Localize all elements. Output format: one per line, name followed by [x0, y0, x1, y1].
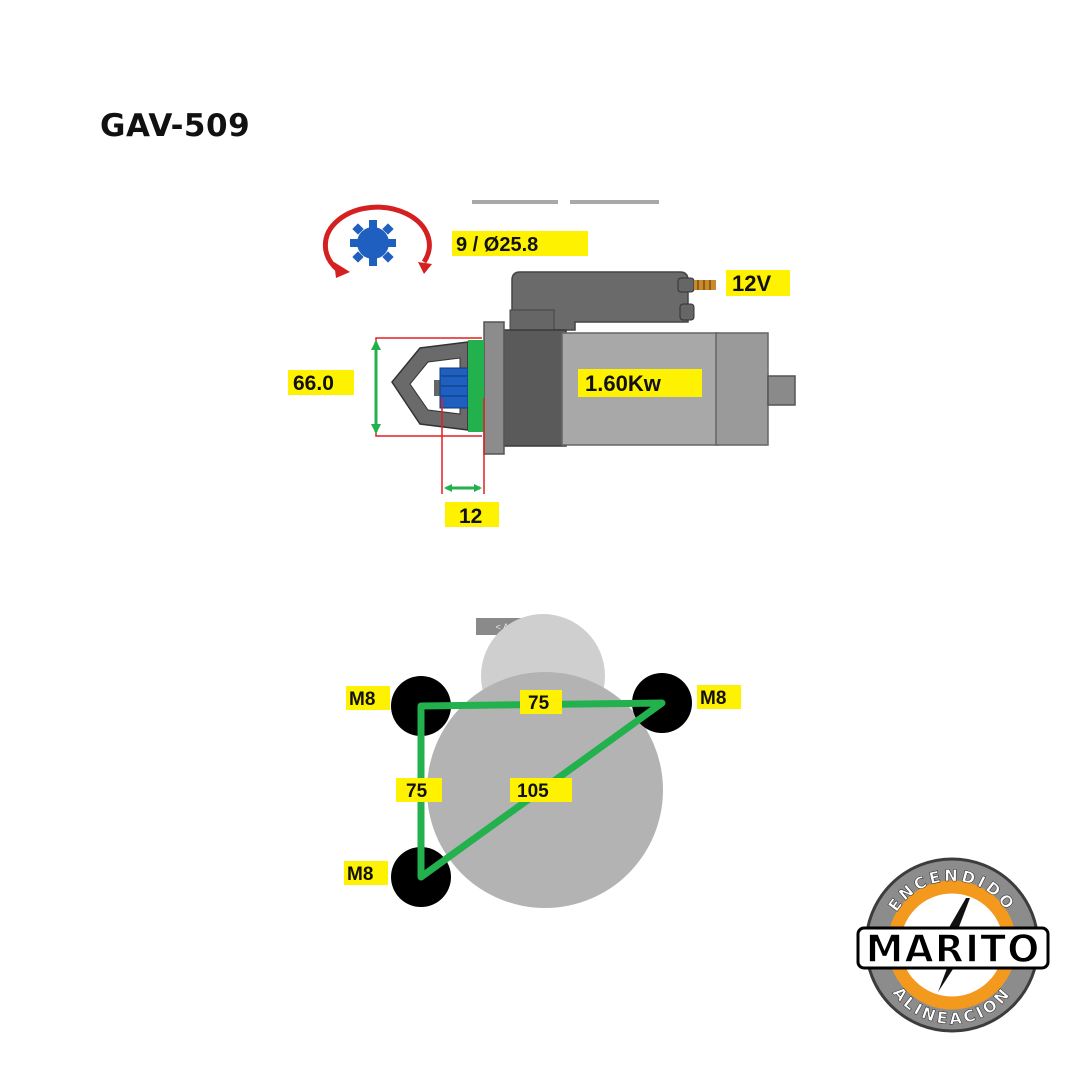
drive-nose — [391, 340, 484, 432]
hole-label-bottom-left: M8 — [347, 864, 373, 885]
marito-logo: ENCENDIDO ALINEACION MARITO — [856, 857, 1050, 1033]
header-bar — [472, 200, 558, 204]
distance-label-bg — [510, 778, 572, 802]
voltage-label: 12V — [732, 271, 771, 296]
mounting-flange — [483, 321, 505, 455]
flange-face — [468, 340, 484, 432]
hole-label-bg — [346, 686, 390, 710]
distance-top-label: 75 — [528, 693, 550, 714]
voltage-label-bg — [726, 270, 790, 296]
diameter-label: 66.0 — [293, 372, 334, 395]
distance-diagonal-label: 105 — [517, 781, 549, 802]
dimension-offset — [441, 398, 485, 494]
hole-label-bg — [344, 861, 388, 885]
logo-name: MARITO — [866, 927, 1041, 971]
distance-label-bg — [396, 778, 442, 802]
mounting-diagram: < Anterior M8 M8 M8 75 75 105 — [344, 614, 741, 908]
offset-label: 12 — [459, 505, 482, 528]
pinion-label-bg — [452, 231, 588, 256]
distance-label-bg — [520, 690, 562, 714]
page-title: GAV-509 — [100, 108, 251, 144]
diameter-label-bg — [288, 370, 354, 395]
power-label: 1.60Kw — [585, 371, 662, 396]
offset-label-bg — [445, 502, 499, 527]
rotation-gear-icon — [322, 204, 432, 278]
header-bar — [570, 200, 659, 204]
hole-label-top-left: M8 — [349, 689, 375, 710]
pinion-gear — [439, 367, 469, 409]
hole-label-bg — [697, 685, 741, 709]
dimension-diameter — [371, 337, 482, 437]
hole-label-top-right: M8 — [700, 688, 726, 709]
distance-left-label: 75 — [406, 781, 428, 802]
power-label-bg — [578, 369, 702, 397]
terminal-stud — [694, 280, 716, 290]
starter-diagram: 9 / Ø25.8 12V 1.60Kw — [288, 200, 796, 528]
pinion-label: 9 / Ø25.8 — [456, 234, 538, 256]
